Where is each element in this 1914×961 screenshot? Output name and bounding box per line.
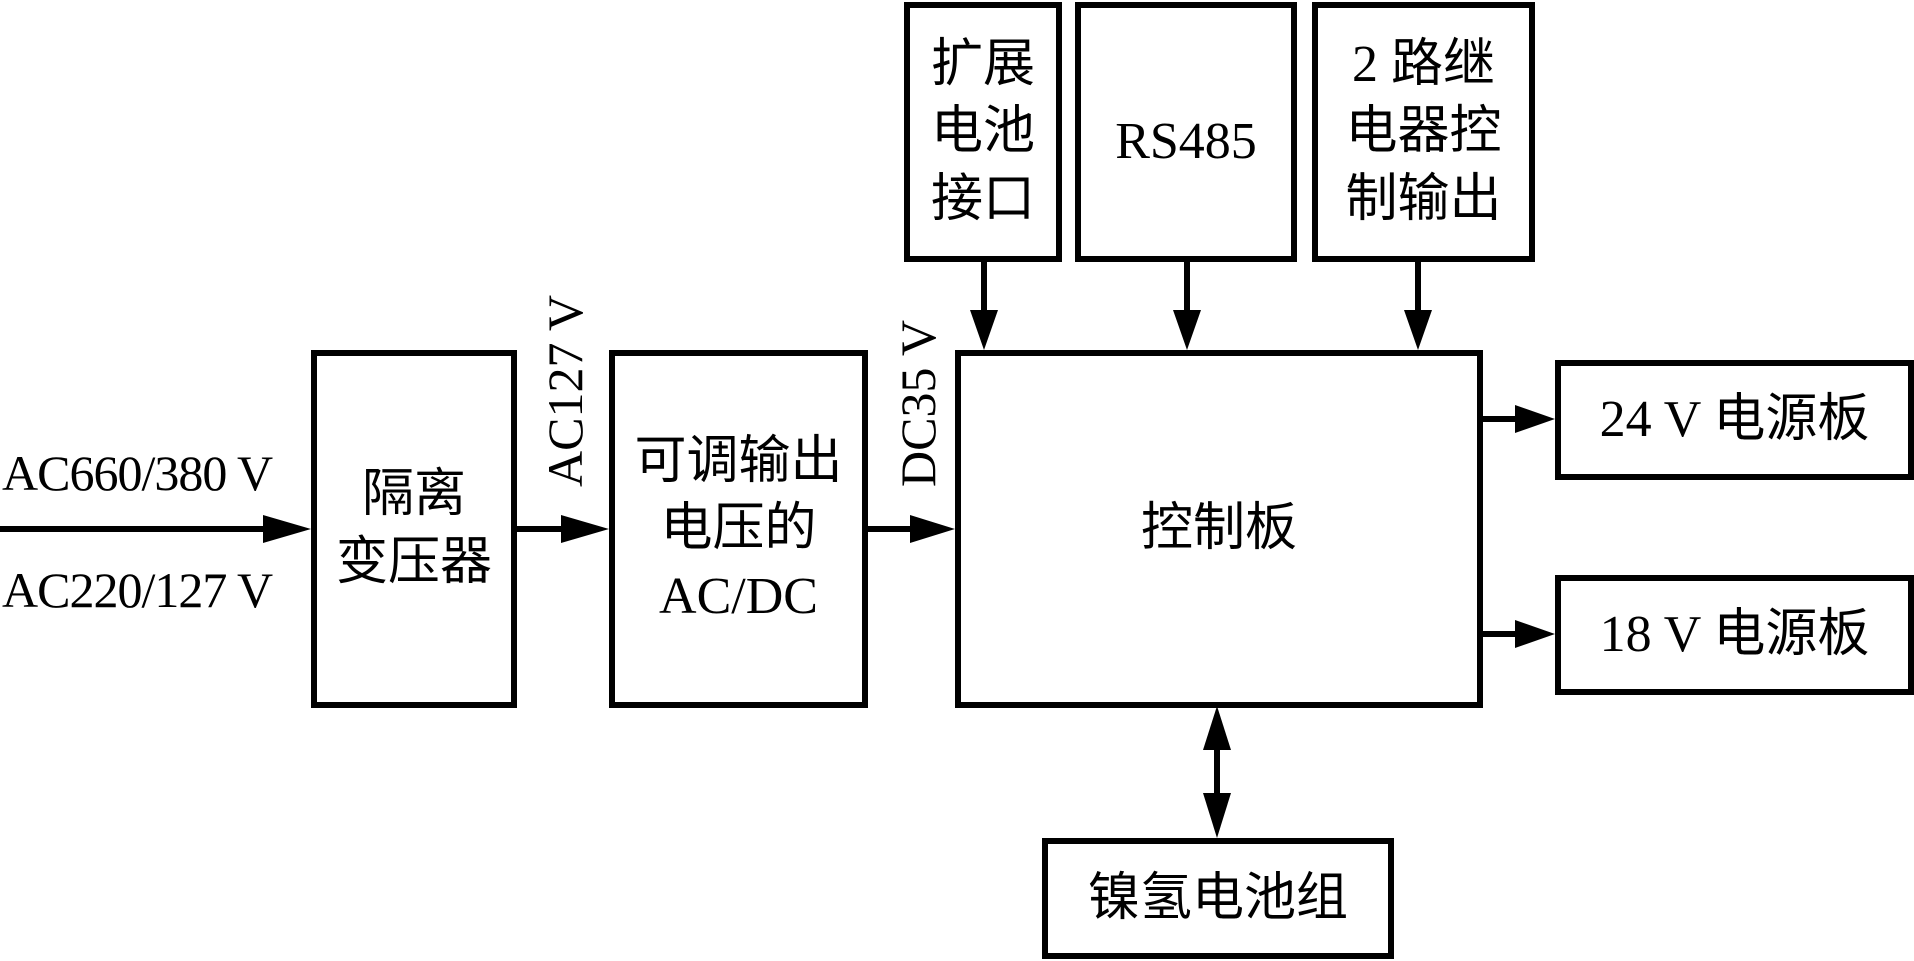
isolation-transformer-block: 隔离 变压器 xyxy=(311,350,517,708)
input-label-ac660-380: AC660/380 V xyxy=(2,445,273,501)
rs485-arrowhead xyxy=(1173,310,1201,350)
psu18-arrowhead xyxy=(1515,620,1555,648)
control-board-block: 控制板 xyxy=(955,350,1483,708)
psu-18v-block: 18 V 电源板 xyxy=(1555,575,1914,695)
battery-interface-arrowhead xyxy=(970,310,998,350)
input-arrowhead xyxy=(263,515,311,543)
adjustable-acdc-block: 可调输出 电压的 AC/DC xyxy=(609,350,868,708)
battery-bidir-arrowhead-down xyxy=(1203,793,1231,838)
psu-24v-block: 24 V 电源板 xyxy=(1555,360,1914,480)
rs485-block: RS485 xyxy=(1075,2,1297,262)
psu24-arrowhead xyxy=(1515,405,1555,433)
battery-interface-block: 扩展 电池 接口 xyxy=(904,2,1062,262)
input-label-ac220-127: AC220/127 V xyxy=(2,562,273,618)
nimh-battery-pack-block: 镍氢电池组 xyxy=(1042,838,1394,959)
battery-bidir-arrowhead-up xyxy=(1203,706,1231,750)
dc35-arrowhead xyxy=(910,515,955,543)
edge-label-dc35: DC35 V xyxy=(890,319,946,487)
relay-arrowhead xyxy=(1404,310,1432,350)
relay-output-block: 2 路继 电器控 制输出 xyxy=(1312,2,1535,262)
edge-label-ac127: AC127 V xyxy=(537,294,593,487)
ac127-arrowhead xyxy=(561,515,609,543)
